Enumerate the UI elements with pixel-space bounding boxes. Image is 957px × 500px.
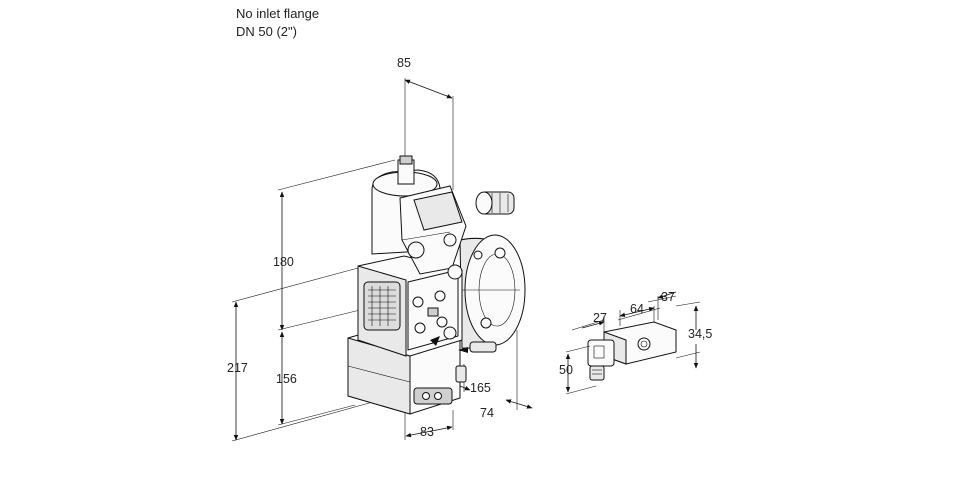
dim-165: 165 (470, 381, 491, 395)
drawing-header: No inlet flange DN 50 (2") (236, 5, 319, 41)
valve-assembly (347, 155, 526, 415)
detail-solenoid (565, 291, 701, 395)
dim-217: 217 (227, 361, 248, 375)
dim-85: 85 (397, 56, 411, 70)
dim-37: 37 (661, 290, 675, 304)
dim-64: 64 (630, 302, 644, 316)
dim-27: 27 (593, 311, 607, 325)
dim-156: 156 (276, 372, 297, 386)
outlet-flange (459, 234, 526, 349)
cable-gland (475, 191, 515, 215)
dim-74: 74 (480, 406, 494, 420)
actuator (371, 155, 467, 280)
side-connectors (455, 341, 497, 383)
header-line-1: No inlet flange (236, 6, 320, 21)
dimension-labels: 85 180 217 156 165 74 83 27 64 37 34,5 5… (227, 56, 712, 439)
valve-body (357, 255, 463, 357)
dim-50: 50 (559, 363, 573, 377)
dimension-lines (233, 79, 533, 441)
dim-83: 83 (420, 425, 434, 439)
dim-34-5: 34,5 (688, 327, 712, 341)
dim-180: 180 (273, 255, 294, 269)
header-line-2: DN 50 (2") (236, 24, 297, 39)
